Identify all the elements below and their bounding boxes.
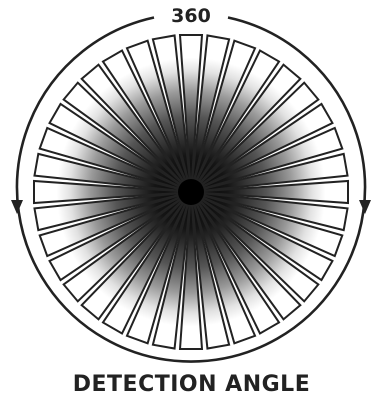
arrow-down-right-icon [359,200,371,214]
caption: DETECTION ANGLE [0,372,383,397]
center-hub [178,179,204,205]
degree-label: 360 [171,5,211,27]
arrow-down-left-icon [11,200,23,214]
